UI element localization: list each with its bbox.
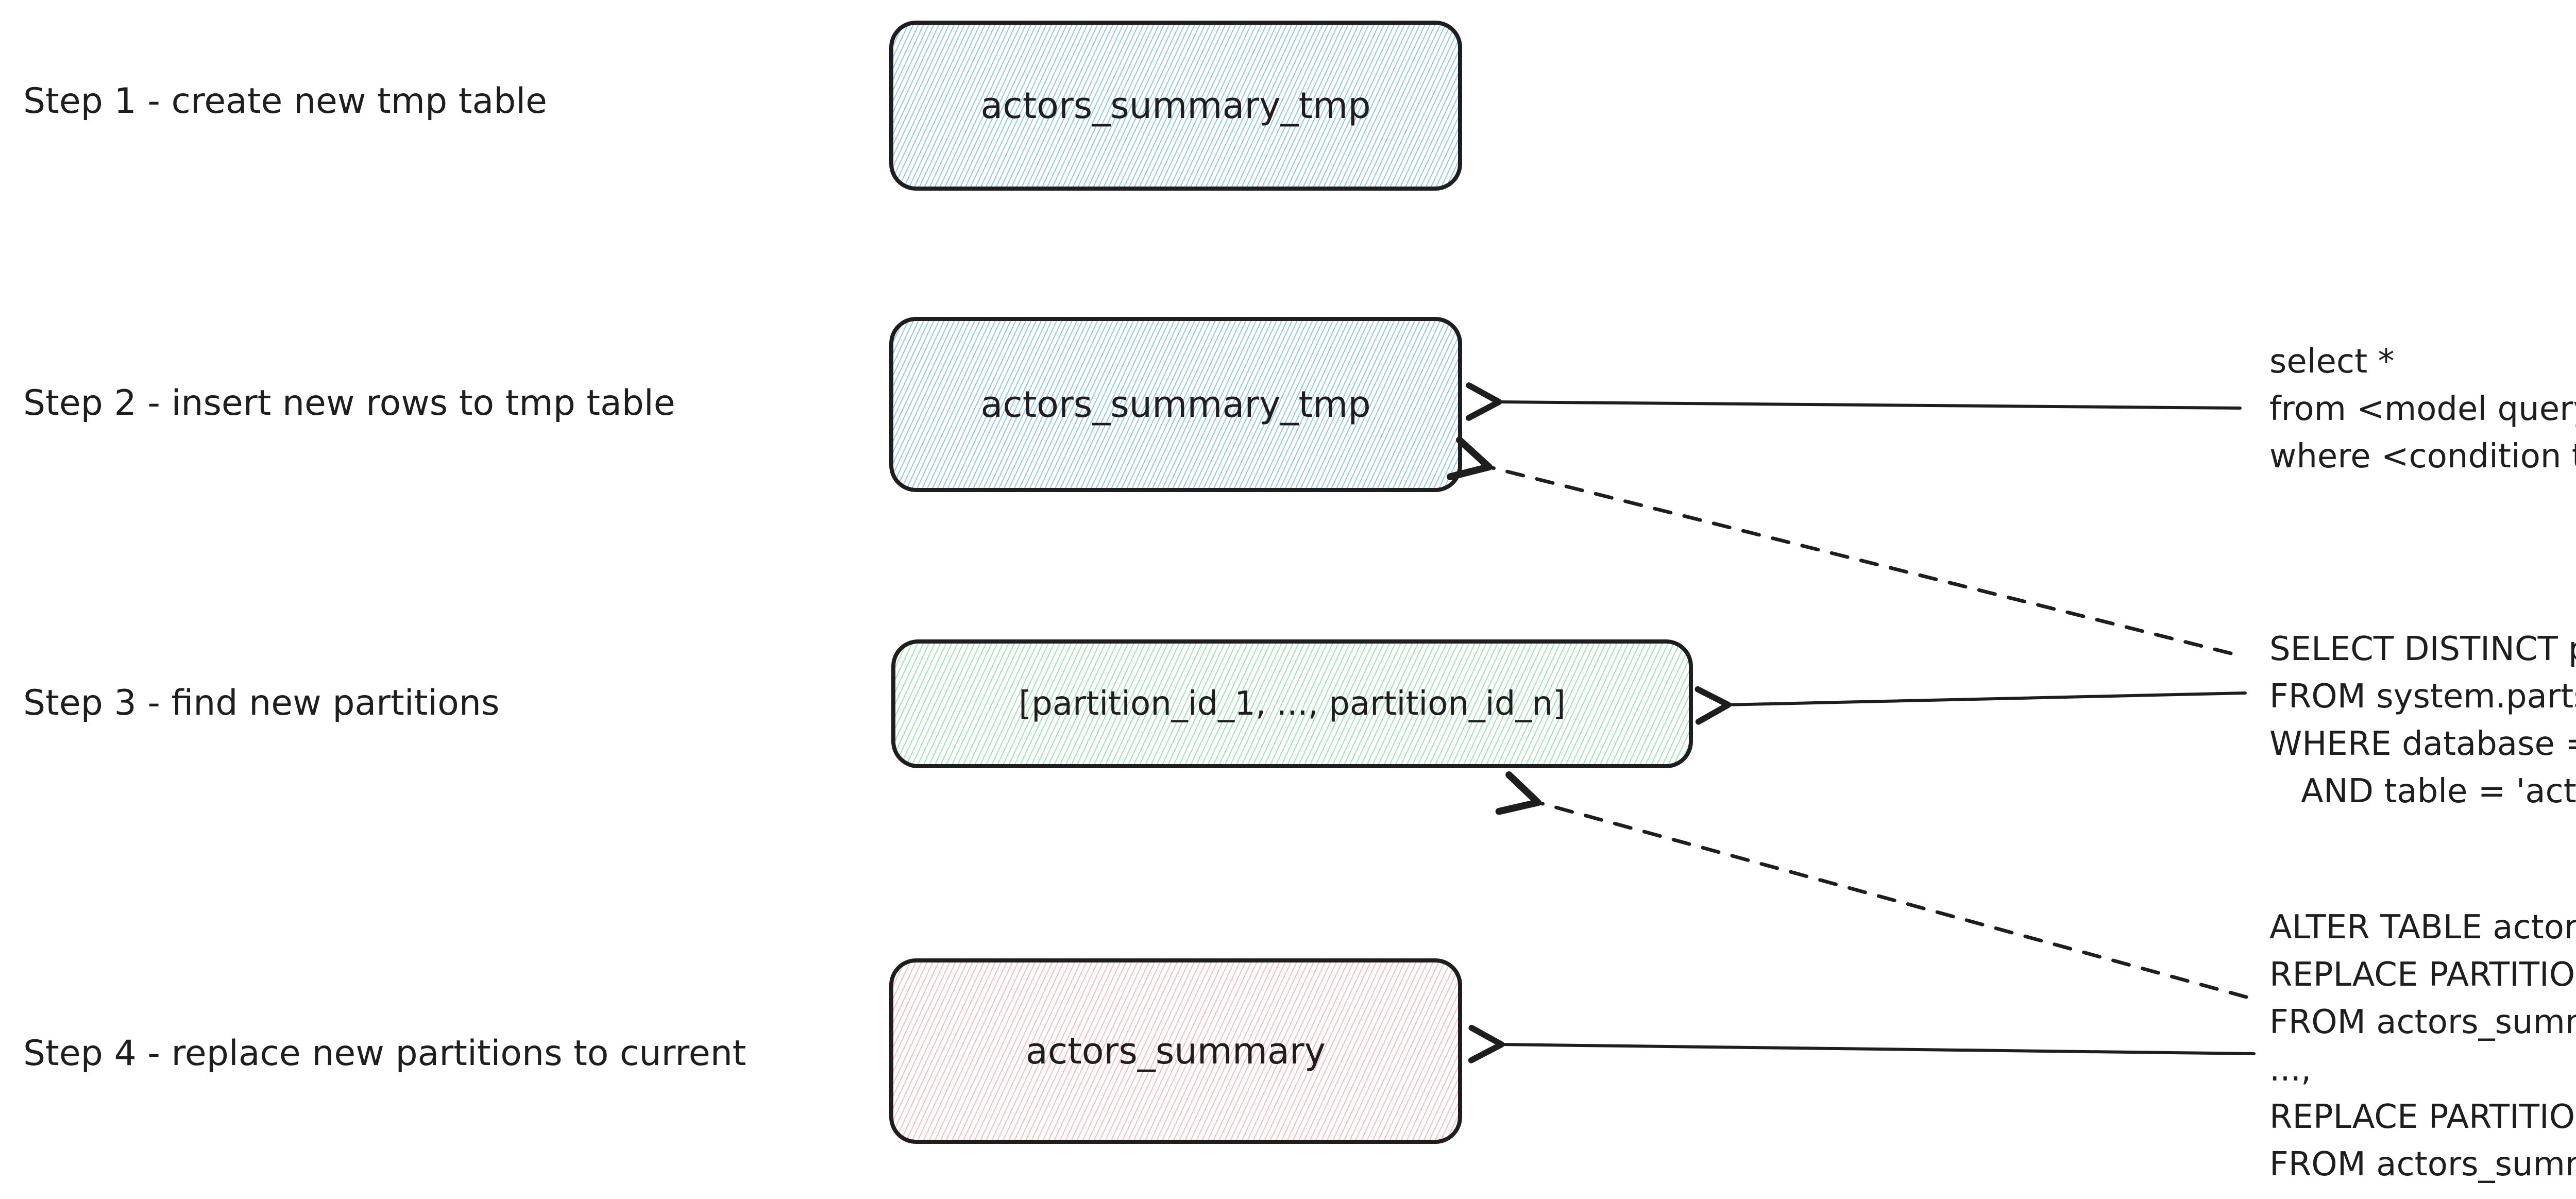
sql-line: SELECT DISTINCT partition_id: [2269, 630, 2576, 668]
sql-insert-note: select * from <model query> where <condi…: [2269, 338, 2576, 480]
node-actors-summary: actors_summary: [889, 958, 1462, 1144]
node-actors-summary-label: actors_summary: [1025, 1030, 1326, 1072]
dashed-arrow-sql-find-partitions-to-tmp-table: [1447, 436, 2233, 655]
sql-line: FROM actors_summary_tmp,: [2269, 1145, 2576, 1184]
arrow-sql-find-partitions-to-partition-list: [1694, 686, 2247, 725]
sql-line: AND table = 'actors_summary_tmp': [2301, 772, 2576, 810]
node-actors-summary-tmp-step1: actors_summary_tmp: [889, 21, 1462, 191]
sql-line: ALTER TABLE actors_summary: [2269, 908, 2576, 947]
arrow-sql-replace-to-actors-summary: [1468, 1024, 2256, 1063]
step-3-label: Step 3 - find new partitions: [23, 683, 500, 723]
sql-line: select *: [2269, 343, 2395, 381]
node-partition-list-label: [partition_id_1, ..., partition_id_n]: [1019, 685, 1566, 723]
sql-line: WHERE database = <database>: [2269, 725, 2576, 763]
step-2-label: Step 2 - insert new rows to tmp table: [23, 383, 675, 424]
sql-line: where <condition to identify new>: [2269, 437, 2576, 476]
node-partition-list: [partition_id_1, ..., partition_id_n]: [891, 639, 1693, 768]
sql-replace-partitions-note: ALTER TABLE actors_summary REPLACE PARTI…: [2269, 904, 2576, 1188]
node-actors-summary-tmp-step2: actors_summary_tmp: [889, 317, 1462, 492]
sql-line: from <model query>: [2269, 390, 2576, 428]
sql-line: REPLACE PARTITION partition_id_1: [2269, 956, 2576, 994]
arrow-sql-insert-to-tmp-table: [1465, 382, 2242, 421]
node-actors-summary-tmp-step1-label: actors_summary_tmp: [980, 85, 1371, 127]
node-actors-summary-tmp-step2-label: actors_summary_tmp: [980, 383, 1371, 426]
sql-line: REPLACE PARTITION partition_id_n: [2269, 1098, 2576, 1136]
step-1-label: Step 1 - create new tmp table: [23, 81, 548, 122]
sql-line: FROM system.parts: [2269, 678, 2576, 716]
dashed-arrow-sql-replace-to-partition-list: [1495, 771, 2248, 999]
sql-find-partitions-note: SELECT DISTINCT partition_id FROM system…: [2269, 626, 2576, 815]
sql-line: ...,: [2269, 1051, 2312, 1089]
sql-line: FROM actors_summary_tmp,: [2269, 1003, 2576, 1041]
step-4-label: Step 4 - replace new partitions to curre…: [23, 1033, 747, 1074]
